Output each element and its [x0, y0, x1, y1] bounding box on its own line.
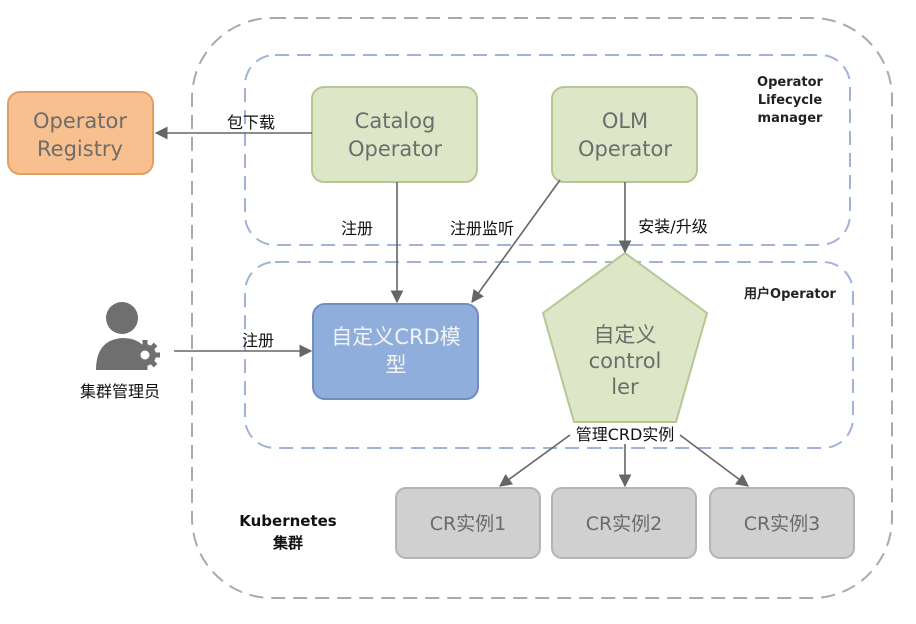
kubernetes-label-line2: 集群 [272, 534, 303, 552]
cr-instance-3-node [709, 487, 855, 559]
kubernetes-label-line1: Kubernetes [239, 512, 337, 530]
olm-operator-node [551, 86, 698, 183]
user-gear-icon [96, 302, 160, 370]
edge-install-upgrade-label: 安装/升级 [638, 217, 707, 236]
user-operator-label: 用户Operator [743, 286, 837, 302]
admin-label: 集群管理员 [80, 382, 160, 401]
operator-registry-node [7, 91, 154, 175]
catalog-operator-node [311, 86, 478, 183]
catalog-operator-line1: Catalog [355, 109, 436, 133]
edge-register-watch [471, 179, 561, 304]
olm-group-label-line3: manager [758, 111, 823, 126]
controller-line1: 自定义 [594, 323, 657, 347]
cr-instance-3-label: CR实例3 [744, 513, 821, 535]
crd-model-node [312, 303, 479, 400]
edge-register-watch-label: 注册监听 [450, 219, 514, 238]
olm-operator-line2: Operator [578, 137, 672, 161]
operator-registry-line1: Operator [33, 109, 127, 133]
edge-package-download-label: 包下载 [227, 113, 275, 132]
controller-node [541, 251, 709, 423]
user-operator-group [244, 261, 854, 449]
catalog-operator-line2: Operator [348, 137, 442, 161]
kubernetes-cluster-group [191, 17, 893, 599]
controller-line3: ler [611, 375, 639, 399]
olm-group [244, 54, 851, 246]
operator-registry-line2: Registry [37, 137, 123, 161]
edge-manage-cr-3 [679, 434, 750, 487]
crd-model-line1: 自定义CRD模 [331, 325, 460, 349]
olm-group-label-line2: Lifecycle [758, 93, 823, 108]
controller-line2: control [589, 349, 662, 373]
cr-instance-1-label: CR实例1 [430, 513, 507, 535]
edge-register-admin-label: 注册 [242, 331, 274, 350]
edge-register-catalog-label: 注册 [341, 219, 373, 238]
crd-model-line2: 型 [386, 353, 407, 377]
olm-group-label-line1: Operator [757, 75, 824, 90]
cr-instance-2-node [551, 487, 697, 559]
cr-instance-1-node [395, 487, 541, 559]
edge-manage-cr-label: 管理CRD实例 [576, 425, 675, 444]
cr-instance-2-label: CR实例2 [586, 513, 663, 535]
edge-manage-cr-1 [498, 434, 571, 487]
olm-operator-line1: OLM [602, 109, 648, 133]
